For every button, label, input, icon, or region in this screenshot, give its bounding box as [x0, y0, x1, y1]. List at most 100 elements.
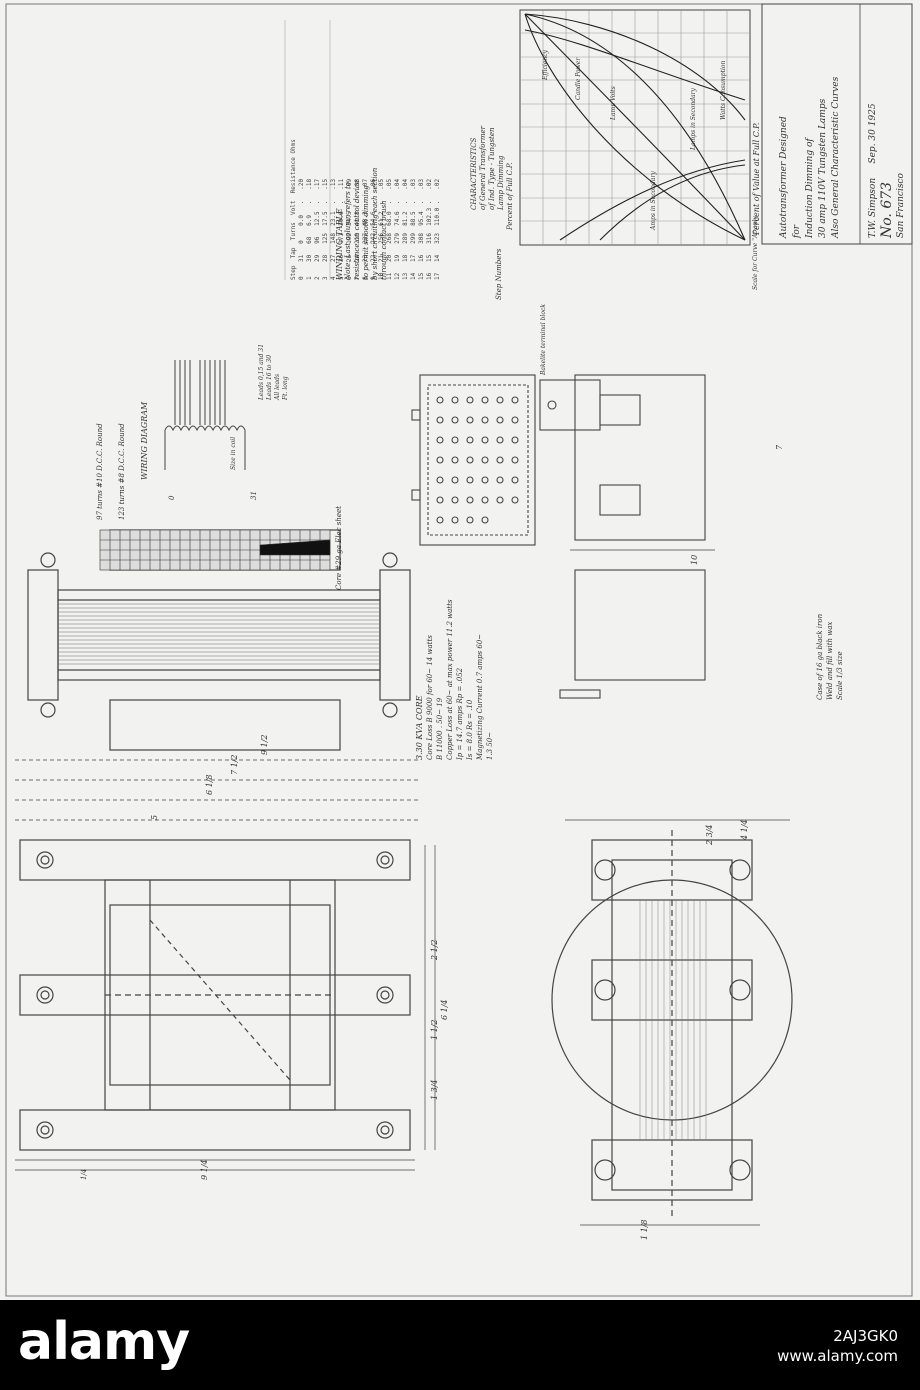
core-notes-line4: Ip = 14.7 amps Rp = .052	[456, 667, 464, 760]
core-notes-line6: Magnetizing Current 0.7 amps 60~	[476, 633, 484, 760]
winding-table-row: 16 15 316 102.3 . .02	[426, 178, 433, 280]
core-end-view	[551, 819, 793, 1226]
title-line3: Induction Dimming of	[805, 138, 815, 238]
coil-winding-block	[99, 529, 331, 571]
winding-table-row: 12 19 279 74.6 . .04	[394, 178, 401, 280]
dim-label: 7 1/2	[230, 754, 239, 775]
core-sheet-label: Core #29 ga Elec sheet	[335, 506, 343, 590]
core-notes-heading: 3.30 KVA CORE	[415, 695, 424, 760]
coil-bottom-label: 123 turns #8 D.C.C. Round	[118, 423, 126, 520]
chart-title-line4: Lamp Dimming	[497, 155, 505, 210]
dim-label: 6 1/8	[205, 774, 214, 795]
winding-note-line1: Note: Last column refers to	[344, 182, 352, 280]
winding-table-row: 3 28 125 17.5 . .15	[322, 178, 329, 280]
winding-table-rules	[284, 20, 331, 280]
core-notes-line2: B 11000 . 50~ 19	[436, 697, 444, 760]
curve-label-amps-secondary: Amps in Secondary	[650, 171, 657, 230]
chart-title: CHARACTERISTICS of General Transformer o…	[470, 126, 506, 210]
banner-code-block: 2AJ3GK0 www.alamy.com	[777, 1326, 898, 1366]
winding-table-row: 0 31 0 0.0 . .20	[298, 178, 305, 280]
chart-y-label-right: Step Numbers	[495, 248, 503, 300]
dim-label: 9 1/2	[260, 734, 269, 755]
winding-table-caption-block: WINDING TABLE Note: Last column refers t…	[335, 168, 389, 280]
title-line5: Also General Characteristic Curves	[831, 76, 841, 238]
title-line4: 30 amp 110V Tungsten Lamps	[818, 98, 828, 238]
banner-url: www.alamy.com	[777, 1347, 898, 1365]
terminal-block-label: Bakelite terminal block	[540, 304, 547, 375]
case-views	[539, 374, 715, 699]
title-author: T.W. Simpson	[868, 177, 878, 238]
alamy-logo: alamy	[18, 1312, 190, 1372]
winding-table-header: Step Tap Turns Volt Resistance Ohms	[290, 139, 297, 280]
winding-table-row: 17 14 323 110.0 . .02	[434, 178, 441, 280]
curve-label-watts: Watts Consumption	[720, 60, 727, 120]
core-notes-line1: Core Loss B 9000 for 60~ 14 watts	[426, 635, 434, 760]
dim-label: 1 3/4	[430, 1079, 439, 1100]
chart-scale-note: Scale for Curve "A" only	[752, 216, 759, 290]
case-note-line2: Weld and fill with wax	[826, 621, 834, 700]
curve-label-candle-power: Candle Power	[575, 57, 582, 100]
winding-note-line5: through contact brush	[380, 200, 388, 280]
dim-label: 6 1/4	[440, 999, 449, 1020]
curve-label-lamp-volts: Lamp Volts	[610, 86, 617, 120]
title-line1: Autotransformer Designed	[779, 116, 789, 238]
winding-table-row: 14 17 299 88.5 . .03	[410, 178, 417, 280]
leads-notes: Leads 0,15 and 31 Leads 16 to 30 All lea…	[258, 344, 290, 400]
title-location: San Francisco	[896, 173, 906, 238]
title-block-frame	[761, 3, 913, 245]
case-note-line3: Scale 1/3 size	[836, 651, 844, 700]
dim-label: 10	[690, 554, 699, 565]
dim-label: 9 1/4	[200, 1159, 209, 1180]
wiring-diagram	[164, 360, 246, 470]
wiring-diagram-caption: WIRING DIAGRAM	[140, 401, 149, 480]
chart-title-line1: CHARACTERISTICS	[470, 137, 478, 210]
winding-table-row: 15 16 308 95.4 . .03	[418, 178, 425, 280]
dim-label: 7	[775, 444, 784, 450]
engineering-drawing	[5, 3, 913, 1297]
characteristics-chart-grid	[519, 9, 751, 246]
winding-table-row: 1 30 68 6.9 . .18	[306, 178, 313, 280]
case-notes: Case of 16 ga black iron Weld and fill w…	[815, 614, 845, 700]
coil-top-label: 97 turns #10 D.C.C. Round	[96, 423, 104, 520]
case-note-line1: Case of 16 ga black iron	[816, 613, 824, 700]
winding-note-line2: resistance on control device	[353, 179, 361, 280]
winding-table-row: 13 18 289 81.2 . .04	[402, 178, 409, 280]
core-notes-line3: Copper Loss at 60~ at max power 11.2 wat…	[446, 599, 454, 760]
core-notes-line7: 1.3 50~	[486, 731, 494, 760]
core-plan-view	[15, 839, 436, 1171]
size-in-coil-label: Size in coil	[230, 436, 237, 470]
lamination-lines	[58, 603, 380, 665]
title-date: Sep. 30 1925	[868, 103, 878, 164]
drawing-sheet: Autotransformer Designed for Induction D…	[0, 0, 920, 1300]
title-signature-block: T.W. Simpson Sep. 30 1925 No. 673 San Fr…	[866, 103, 908, 238]
dim-label: 5	[150, 814, 159, 820]
title-line2: for	[792, 224, 802, 238]
core-notes-line5: Is = 8.0 Rs = .10	[466, 699, 474, 760]
dim-label: 1 1/2	[430, 1019, 439, 1040]
chart-y-label-left: Percent of Full C.P.	[506, 162, 514, 230]
end-view-laminations	[639, 900, 707, 1140]
dim-label: 2 1/2	[430, 939, 439, 960]
winding-note-line3: to permit smooth dimming	[362, 185, 370, 280]
title-drawing-number: No. 673	[879, 181, 895, 238]
chart-title-line3: of Ind. Type - Tungsten	[488, 127, 496, 210]
dim-label: 2 3/4	[705, 824, 714, 845]
leads-note1: Leads 0,15 and 31	[258, 343, 265, 400]
dim-label: 1 1/8	[640, 1219, 649, 1240]
terminal-block	[411, 374, 536, 546]
characteristics-curves	[524, 13, 746, 241]
winding-note-line4: by short circuiting each section	[371, 167, 379, 280]
winding-table-row: 2 29 96 12.5 . .17	[314, 178, 321, 280]
wiring-start-label: 0	[168, 495, 176, 500]
leads-note4: Ft. long	[282, 376, 289, 400]
leads-note2: Leads 16 to 30	[266, 354, 273, 400]
image-code: 2AJ3GK0	[833, 1327, 898, 1345]
chart-title-line2: of General Transformer	[479, 126, 487, 210]
curve-label-efficiency: Efficiency	[542, 50, 549, 80]
stock-watermark-banner: alamy 2AJ3GK0 www.alamy.com	[0, 1300, 920, 1390]
leads-note3: All leads	[274, 373, 281, 400]
dim-label: 4 1/4	[740, 819, 749, 840]
dim-label: 1/4	[80, 1168, 88, 1180]
curve-label-lamps-secondary: Lamps in Secondary	[690, 88, 697, 150]
title-block-text: Autotransformer Designed for Induction D…	[778, 77, 843, 238]
